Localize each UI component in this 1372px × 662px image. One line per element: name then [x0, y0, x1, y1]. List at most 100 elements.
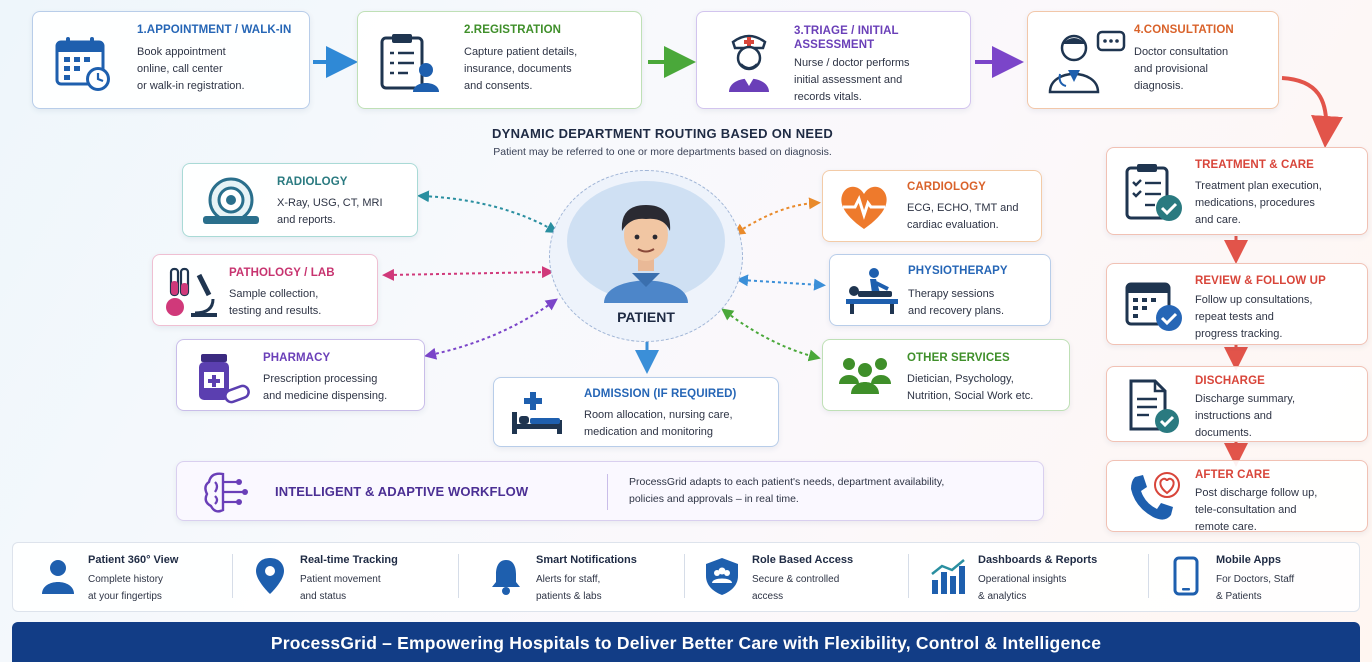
dept-pathology-card: PATHOLOGY / LAB Sample collection,testin…	[152, 254, 378, 326]
location-pin-icon	[256, 558, 284, 594]
stage-description: Post discharge follow up,tele-consultati…	[1195, 487, 1318, 533]
bell-icon	[492, 560, 520, 595]
footer-tagline: ProcessGrid – Empowering Hospitals to De…	[270, 633, 1102, 653]
workflow-divider	[607, 474, 608, 510]
people-group-icon	[839, 358, 891, 394]
feature-title: Dashboards & Reports	[978, 554, 1098, 566]
medicine-bottle-icon	[199, 354, 250, 404]
feature-divider	[458, 554, 459, 598]
hospital-bed-icon	[512, 392, 562, 434]
footer-banner: ProcessGrid – Empowering Hospitals to De…	[12, 622, 1360, 662]
phone-heart-icon	[1131, 472, 1180, 520]
stage-title: AFTER CARE	[1195, 469, 1271, 481]
calendar-check-icon	[1125, 282, 1182, 331]
calendar-clock-icon	[55, 37, 110, 91]
brain-circuit-icon	[204, 472, 248, 513]
workflow-description: ProcessGrid adapts to each patient's nee…	[629, 476, 945, 505]
treatment-care-card: TREATMENT & CARE Treatment plan executio…	[1106, 147, 1368, 235]
heart-pulse-icon	[841, 186, 887, 229]
workflow-title: INTELLIGENT & ADAPTIVE WORKFLOW	[275, 484, 529, 499]
feature-smart-notifications: Smart Notifications Alerts for staff,pat…	[476, 552, 686, 608]
step-title: 1.APPOINTMENT / WALK-IN	[137, 24, 292, 36]
nurse-icon	[729, 34, 769, 92]
stage-description: Treatment plan execution,medications, pr…	[1195, 180, 1322, 226]
patient-label: PATIENT	[617, 309, 675, 325]
dept-title: PATHOLOGY / LAB	[229, 267, 335, 279]
mri-scanner-icon	[203, 177, 259, 224]
stage-title: REVIEW & FOLLOW UP	[1195, 275, 1326, 287]
step-description: Capture patient details,insurance, docum…	[464, 46, 578, 92]
patient-avatar-icon	[604, 205, 688, 303]
after-care-card: AFTER CARE Post discharge follow up,tele…	[1106, 460, 1368, 533]
doctor-chat-icon	[1048, 30, 1126, 94]
dept-description: Room allocation, nursing care,medication…	[584, 409, 733, 438]
dept-title: OTHER SERVICES	[907, 352, 1010, 364]
dept-description: Sample collection,testing and results.	[229, 288, 322, 317]
feature-description: Alerts for staff,patients & labs	[536, 574, 602, 602]
physiotherapy-icon	[846, 268, 898, 314]
feature-description: Operational insights& analytics	[978, 574, 1067, 602]
workflow-banner: INTELLIGENT & ADAPTIVE WORKFLOW ProcessG…	[176, 461, 1044, 521]
discharge-card: DISCHARGE Discharge summary,instructions…	[1106, 366, 1368, 442]
checklist-icon	[1125, 164, 1182, 221]
dept-title: CARDIOLOGY	[907, 181, 986, 193]
feature-title: Mobile Apps	[1216, 554, 1281, 566]
feature-title: Real-time Tracking	[300, 554, 398, 566]
stage-description: Follow up consultations,repeat tests and…	[1195, 294, 1313, 340]
stage-title: DISCHARGE	[1195, 375, 1265, 387]
dept-title: PHYSIOTHERAPY	[908, 265, 1008, 277]
feature-dashboards-reports: Dashboards & Reports Operational insight…	[918, 552, 1138, 608]
document-check-icon	[1129, 379, 1179, 433]
step-title: 2.REGISTRATION	[464, 24, 562, 36]
step-title: 4.CONSULTATION	[1134, 24, 1234, 36]
feature-divider	[1148, 554, 1149, 598]
routing-title: DYNAMIC DEPARTMENT ROUTING BASED ON NEED	[491, 126, 834, 141]
clipboard-user-icon	[380, 34, 439, 92]
step-registration-card: 2.REGISTRATION Capture patient details,i…	[357, 11, 642, 109]
dept-title: RADIOLOGY	[277, 176, 348, 188]
microscope-tubes-icon	[166, 267, 217, 317]
feature-strip	[12, 542, 1360, 612]
dept-title: ADMISSION (IF REQUIRED)	[584, 388, 737, 400]
feature-title: Role Based Access	[752, 554, 854, 566]
dept-other-services-card: OTHER SERVICES Dietician, Psychology,Nut…	[822, 339, 1070, 411]
step-appointment-card: 1.APPOINTMENT / WALK-IN Book appointment…	[32, 11, 310, 109]
person-icon	[42, 560, 74, 594]
bar-chart-icon	[931, 559, 965, 594]
patient-hub: PATIENT	[549, 170, 743, 342]
feature-title: Smart Notifications	[536, 554, 637, 566]
feature-divider	[908, 554, 909, 598]
shield-users-icon	[706, 558, 738, 595]
review-follow-up-card: REVIEW & FOLLOW UP Follow up consultatio…	[1106, 263, 1368, 345]
stage-title: TREATMENT & CARE	[1195, 159, 1314, 171]
feature-description: For Doctors, Staff& Patients	[1216, 574, 1295, 602]
dept-description: Dietician, Psychology,Nutrition, Social …	[907, 373, 1034, 402]
feature-mobile-apps: Mobile Apps For Doctors, Staff& Patients	[1156, 552, 1346, 608]
dept-title: PHARMACY	[263, 352, 331, 364]
feature-divider	[684, 554, 685, 598]
dept-admission-card: ADMISSION (IF REQUIRED) Room allocation,…	[493, 377, 779, 447]
smartphone-icon	[1173, 556, 1199, 596]
routing-subtitle: Patient may be referred to one or more d…	[493, 146, 832, 158]
